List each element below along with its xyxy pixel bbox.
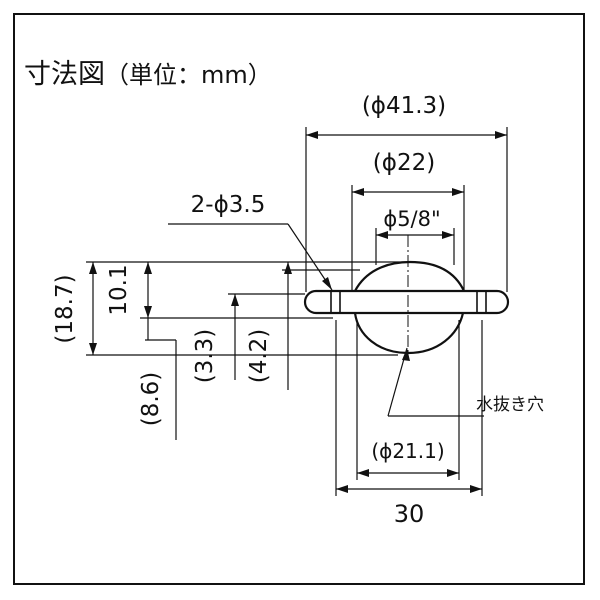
label-flange-thickness: (3.3) <box>192 329 218 384</box>
label-ball-protrusion: (4.2) <box>246 329 272 384</box>
label-ball-size: ϕ5/8" <box>383 207 440 231</box>
mounting-hole-leader <box>287 223 333 291</box>
label-height-bottom: (8.6) <box>138 372 164 427</box>
ball-top <box>354 260 465 292</box>
title-main: 寸法図 <box>24 59 105 90</box>
drawing-title: 寸法図（単位：mm） <box>24 52 272 91</box>
lower-cup <box>353 312 465 355</box>
label-ball-diameter: (ϕ22) <box>373 150 435 176</box>
label-height-top: 10.1 <box>106 264 132 315</box>
title-unit: （単位：mm） <box>105 61 272 89</box>
flange-plate <box>303 289 510 315</box>
label-body-diameter: (ϕ21.1) <box>371 439 444 463</box>
label-overall-diameter: (ϕ41.3) <box>362 93 446 119</box>
label-hole-pitch: 30 <box>394 500 425 528</box>
label-drain-hole: 水抜き穴 <box>476 395 544 415</box>
label-mounting-holes: 2-ϕ3.5 <box>191 192 266 218</box>
drawing-frame <box>13 13 585 585</box>
label-overall-height: (18.7) <box>52 274 78 343</box>
